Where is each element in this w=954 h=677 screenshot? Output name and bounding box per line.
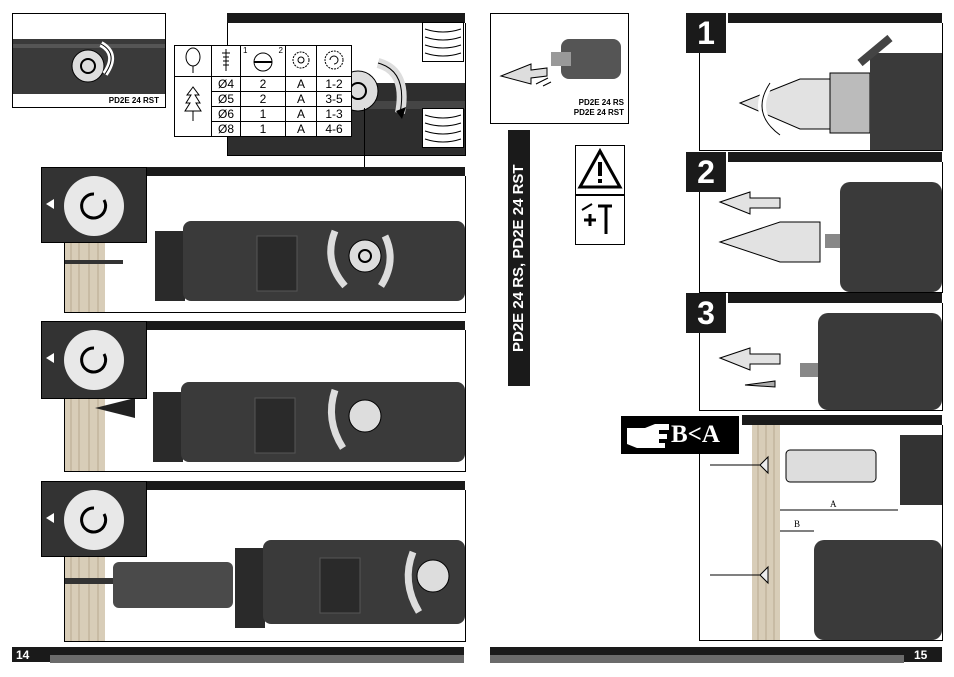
gear-cell: 1: [240, 121, 286, 137]
dimension-b-label: B: [794, 519, 801, 529]
diameter-cell: Ø5: [211, 91, 241, 107]
chuck-removal-illustration: [718, 182, 942, 292]
pointing-hand-icon: [627, 424, 669, 448]
warning-triangle-icon: [575, 145, 625, 195]
bit-insertion-illustration: [718, 313, 942, 410]
diameter-cell: Ø8: [211, 121, 241, 137]
wood-grain-icon: [422, 22, 464, 62]
dial-closeup: [41, 167, 147, 243]
mode-cell: A: [285, 91, 317, 107]
dimension-a-label: A: [830, 499, 837, 509]
softwood-icon: [174, 45, 212, 77]
unplug-icon: [575, 195, 625, 245]
spec-table: 1 2 Ø4 2 A 1-2: [174, 45, 352, 137]
footer-gray-band: [50, 655, 464, 663]
chuck-release-illustration: [738, 34, 942, 150]
step-number: 3: [686, 293, 726, 333]
screw-icon: [211, 45, 241, 77]
gear-mark-2: 2: [278, 46, 283, 55]
gear-cell: 2: [240, 91, 286, 107]
connector-line: [364, 108, 365, 170]
dial-thumbnail: PD2E 24 RST: [12, 13, 166, 108]
setting-cell: 1-2: [316, 76, 352, 92]
mode-cell: A: [285, 76, 317, 92]
vertical-title: PD2E 24 RS, PD2E 24 RST: [508, 130, 530, 386]
mode-cell: A: [285, 121, 317, 137]
bit-thumb-model-2: PD2E 24 RST: [573, 108, 624, 117]
anchor-depth-illustration: [710, 425, 942, 640]
setting-cell: 3-5: [316, 91, 352, 107]
setting-cell: 4-6: [316, 121, 352, 137]
page-number: 14: [16, 648, 30, 662]
header-band: [227, 13, 465, 23]
gear-cell: 2: [240, 76, 286, 92]
thumb-model-label: PD2E 24 RST: [106, 96, 161, 105]
dial-closeup: [41, 321, 147, 399]
mode-cell: A: [285, 106, 317, 122]
rule-label: B<A: [671, 421, 720, 448]
gear-mark-1: 1: [243, 46, 248, 55]
step-number: 2: [686, 152, 726, 192]
bit-insertion-thumbnail: PD2E 24 RS PD2E 24 RST: [490, 13, 629, 124]
bit-thumb-model-1: PD2E 24 RS: [578, 98, 624, 107]
dial-closeup: [41, 481, 147, 557]
gear-cell: 1: [240, 106, 286, 122]
footer-gray-band: [490, 655, 904, 663]
drill-dial-illustration: [13, 39, 165, 94]
step-number: 1: [686, 13, 726, 53]
setting-cell: 1-3: [316, 106, 352, 122]
diameter-cell: Ø4: [211, 76, 241, 92]
torque-dial-icon: [316, 45, 352, 77]
wood-grain-icon: [422, 108, 464, 148]
hardwood-icon: [174, 76, 212, 137]
gear-selector-icon: 1 2: [240, 45, 286, 77]
diameter-cell: Ø6: [211, 106, 241, 122]
rule-callout: B<A: [621, 416, 739, 454]
page-number: 15: [914, 648, 928, 662]
mode-dial-icon: [285, 45, 317, 77]
